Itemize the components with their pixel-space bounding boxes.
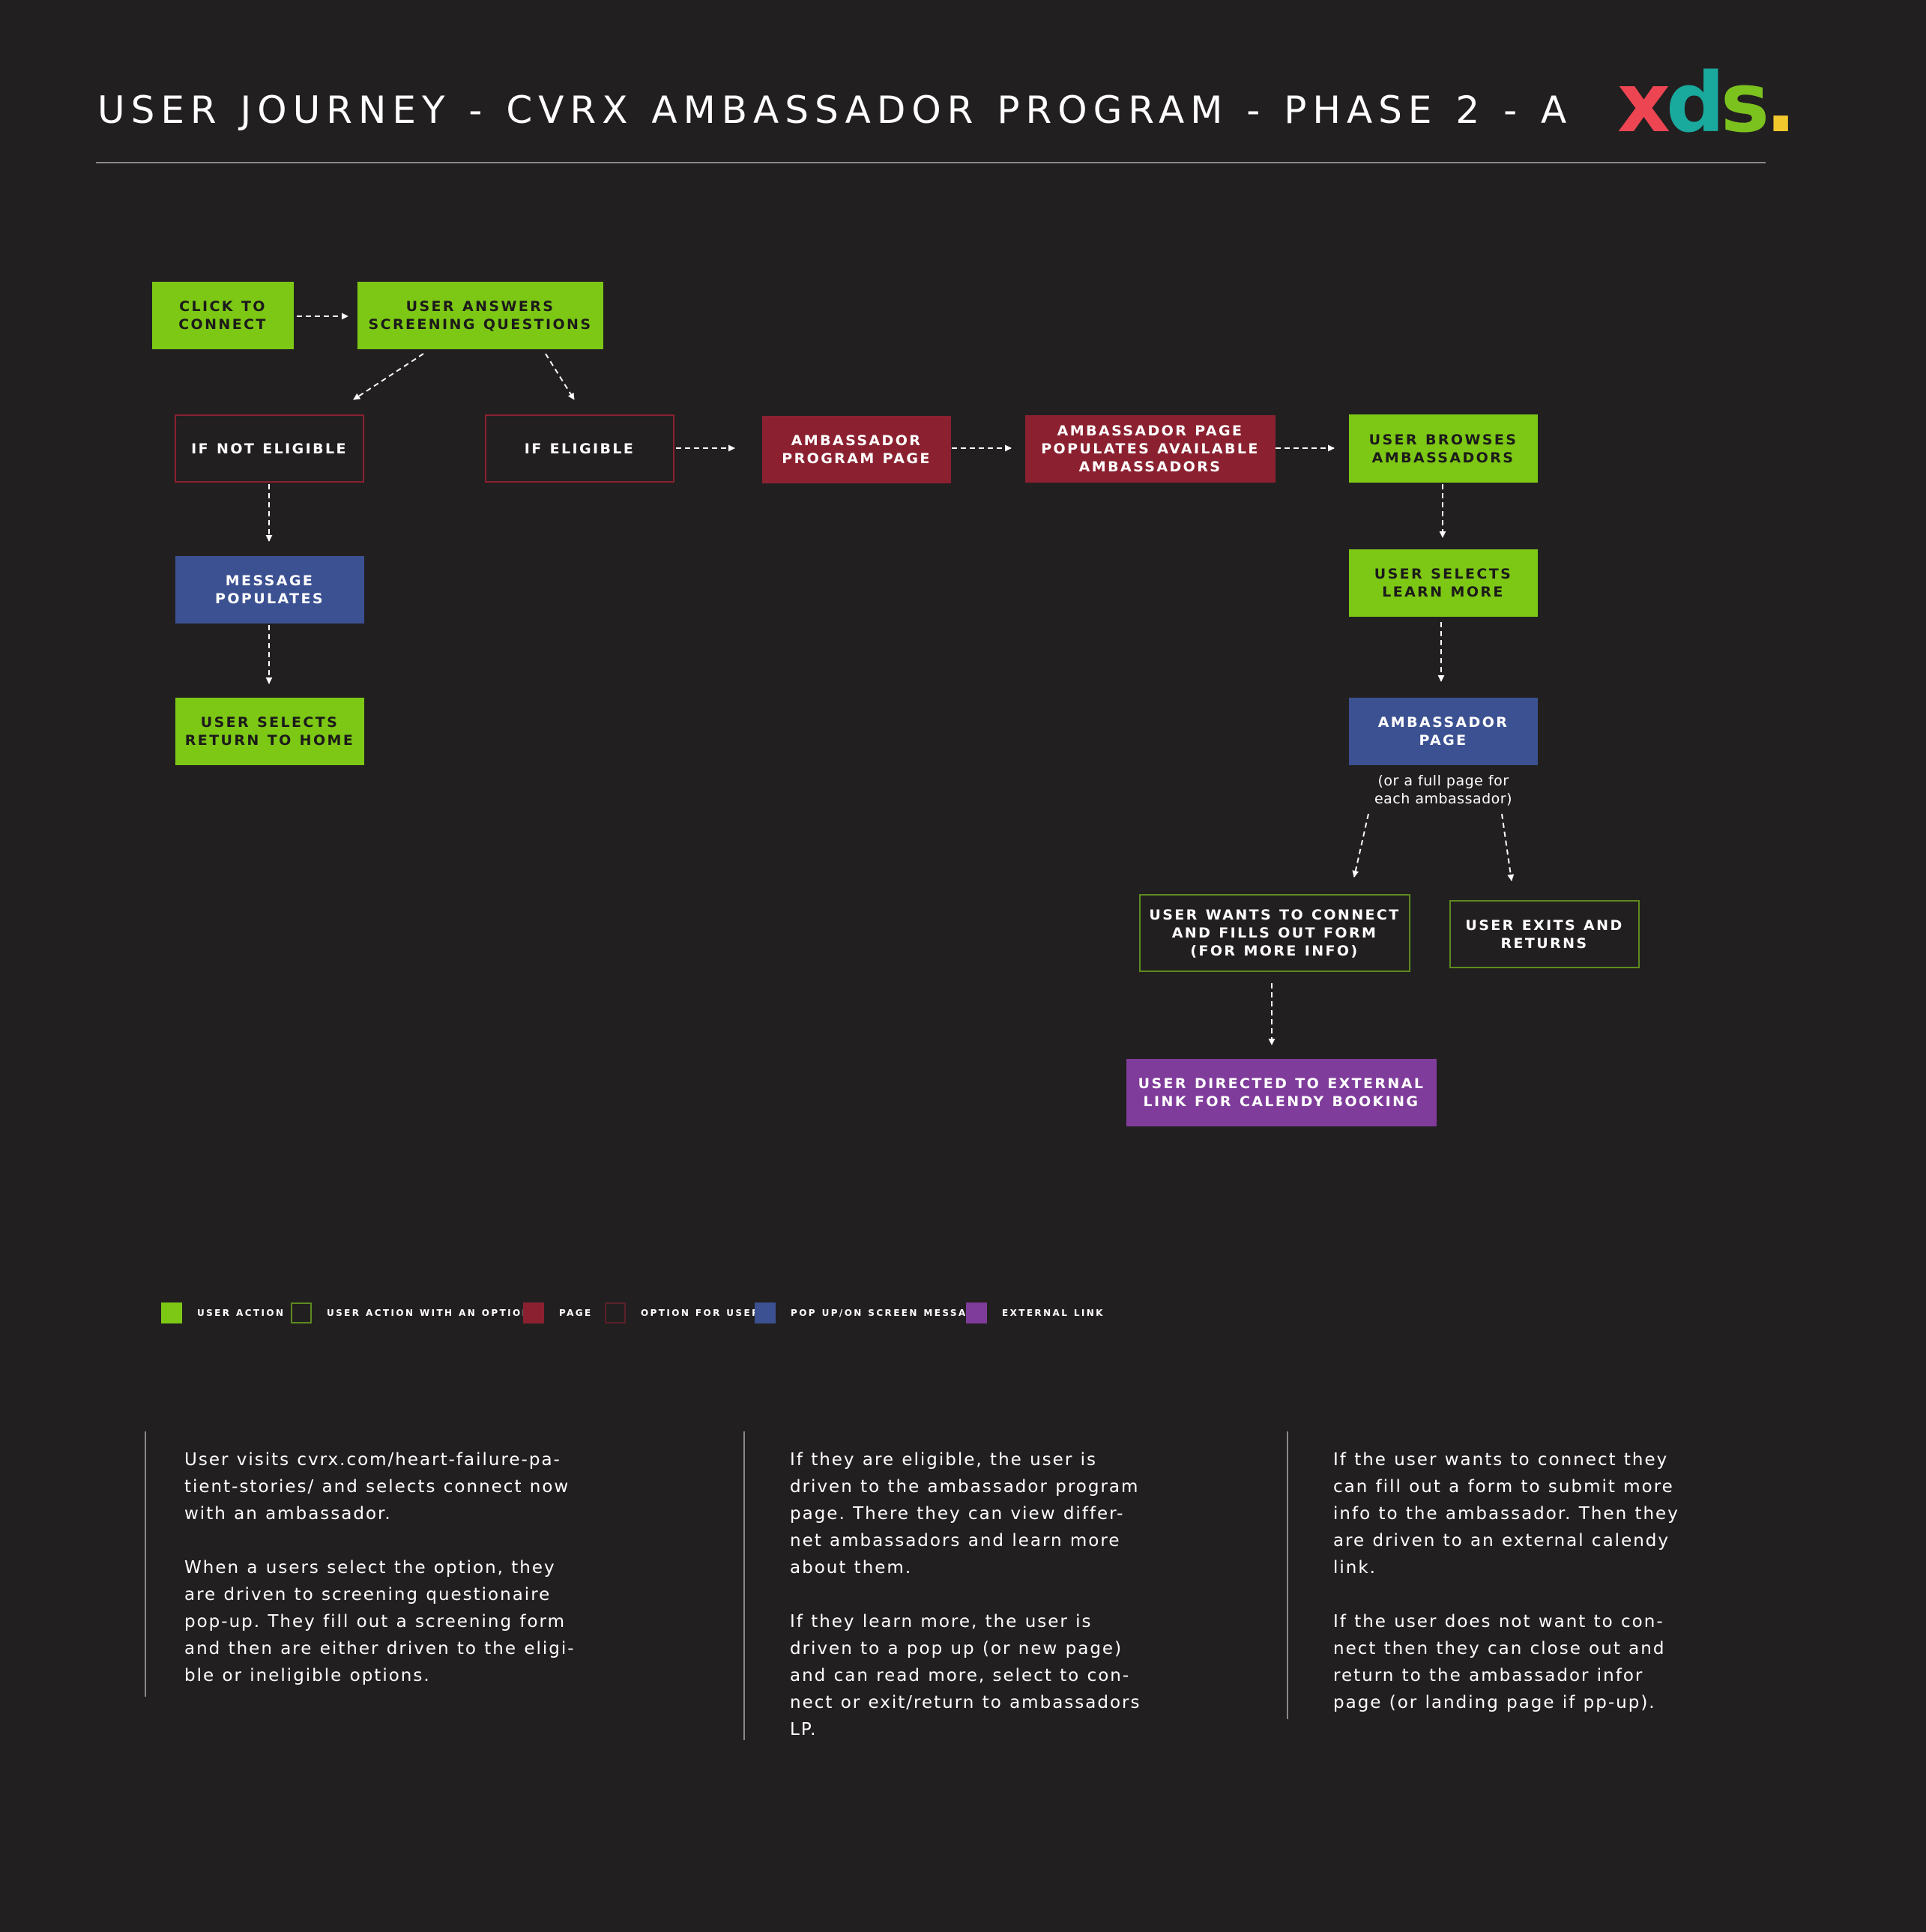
- legend-label: OPTION FOR USER: [641, 1308, 761, 1318]
- legend-swatch-option-for-user: [605, 1302, 626, 1323]
- legend-swatch-user-action-option: [291, 1302, 312, 1323]
- legend-swatch-popup-message: [755, 1302, 776, 1323]
- legend-swatch-external-link: [966, 1302, 987, 1323]
- page-title: USER JOURNEY - CVRX AMBASSADOR PROGRAM -…: [97, 88, 1573, 132]
- title-divider: [96, 162, 1766, 163]
- description-paragraph: User visits cvrx.com/heart-failure-pa- t…: [184, 1450, 570, 1524]
- logo-dot: .: [1765, 55, 1796, 151]
- description-divider-2: [743, 1431, 745, 1740]
- node-if-eligible: IF ELIGIBLE: [485, 414, 674, 483]
- legend-label: USER ACTION WITH AN OPTION: [327, 1308, 532, 1318]
- legend-label: USER ACTION: [197, 1308, 286, 1318]
- node-user-selects-return-home: USER SELECTS RETURN TO HOME: [175, 698, 364, 765]
- arrow-answers-to-not-eligible: [353, 353, 424, 400]
- description-paragraph: If the user wants to connect they can fi…: [1333, 1450, 1679, 1578]
- node-user-selects-learn-more: USER SELECTS LEARN MORE: [1349, 549, 1538, 617]
- description-column-1: User visits cvrx.com/heart-failure-pa- t…: [184, 1446, 604, 1716]
- legend-user-action: USER ACTION: [161, 1302, 285, 1323]
- node-ambassador-page-populates: AMBASSADOR PAGE POPULATES AVAILABLE AMBA…: [1025, 415, 1276, 483]
- legend-page: PAGE: [523, 1302, 593, 1323]
- node-user-directed-external: USER DIRECTED TO EXTERNAL LINK FOR CALEN…: [1126, 1059, 1437, 1126]
- legend-external-link: EXTERNAL LINK: [966, 1302, 1105, 1323]
- legend-label: PAGE: [559, 1308, 593, 1318]
- node-ambassador-program-page: AMBASSADOR PROGRAM PAGE: [762, 416, 951, 483]
- logo-letter-x: x: [1617, 55, 1670, 151]
- logo-letter-s: s: [1720, 55, 1770, 151]
- node-user-browses-ambassadors: USER BROWSES AMBASSADORS: [1349, 414, 1538, 483]
- description-column-3: If the user wants to connect they can fi…: [1333, 1446, 1753, 1743]
- node-if-not-eligible: IF NOT ELIGIBLE: [175, 414, 364, 483]
- legend-swatch-user-action: [161, 1302, 182, 1323]
- legend-swatch-page: [523, 1302, 544, 1323]
- legend-label: POP UP/ON SCREEN MESSAGE: [791, 1308, 985, 1318]
- node-click-to-connect: CLICK TO CONNECT: [152, 282, 294, 349]
- description-paragraph: If they learn more, the user is driven t…: [790, 1612, 1141, 1739]
- xds-logo: xds.: [1617, 61, 1796, 144]
- node-message-populates: MESSAGE POPULATES: [175, 556, 364, 624]
- node-user-answers-screening: USER ANSWERS SCREENING QUESTIONS: [357, 282, 603, 349]
- legend-option-for-user: OPTION FOR USER: [605, 1302, 761, 1323]
- node-user-wants-to-connect: USER WANTS TO CONNECT AND FILLS OUT FORM…: [1139, 894, 1410, 972]
- arrow-ambassador-to-exits: [1501, 813, 1515, 881]
- legend-label: EXTERNAL LINK: [1002, 1308, 1105, 1318]
- description-divider-1: [145, 1431, 146, 1697]
- node-ambassador-page: AMBASSADOR PAGE: [1349, 698, 1538, 765]
- description-paragraph: When a users select the option, they are…: [184, 1558, 576, 1685]
- description-column-2: If they are eligible, the user is driven…: [790, 1446, 1210, 1770]
- legend-user-action-option: USER ACTION WITH AN OPTION: [291, 1302, 531, 1323]
- ambassador-page-note: (or a full page for each ambassador): [1374, 773, 1513, 807]
- description-paragraph: If the user does not want to con- nect t…: [1333, 1612, 1666, 1712]
- node-user-exits-and-returns: USER EXITS AND RETURNS: [1449, 900, 1640, 968]
- logo-letter-d: d: [1665, 55, 1725, 151]
- description-divider-3: [1287, 1431, 1288, 1719]
- arrow-ambassador-to-connect: [1352, 813, 1369, 878]
- legend-popup-message: POP UP/ON SCREEN MESSAGE: [755, 1302, 984, 1323]
- description-paragraph: If they are eligible, the user is driven…: [790, 1450, 1140, 1578]
- arrow-answers-to-eligible: [545, 353, 575, 400]
